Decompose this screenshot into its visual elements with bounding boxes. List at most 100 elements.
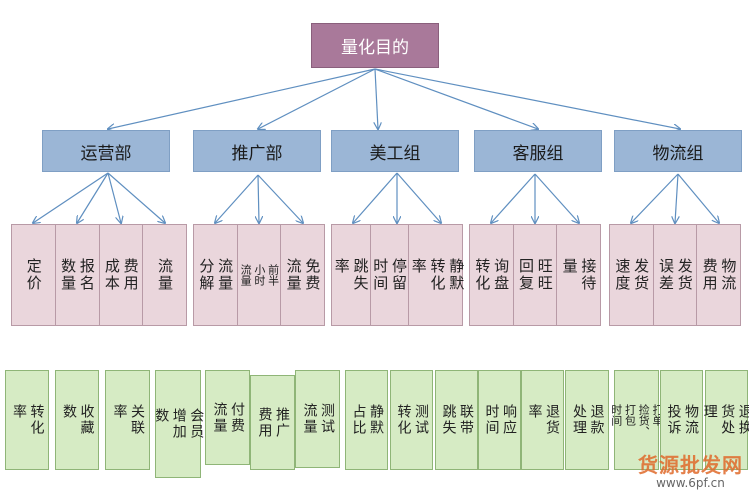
metric-label: 前半 小时 流量 (239, 264, 280, 286)
dept-label: 推广部 (231, 143, 283, 164)
sub-metric-box: 转化 率 (5, 370, 49, 470)
metric-label: 报名 数量 (59, 258, 96, 292)
watermark-url: www.6pf.cn (656, 476, 725, 490)
connector-arrow (107, 172, 121, 223)
sub-metric-box: 推广 费用 (250, 375, 295, 470)
metric-cell: 流量 (143, 225, 186, 325)
dept-label: 物流组 (652, 143, 704, 164)
connector-arrow (631, 173, 679, 223)
sub-metric-label: 响应 时间 (483, 404, 518, 436)
metric-label: 流量 (156, 258, 174, 292)
metric-cell: 报名 数量 (56, 225, 100, 325)
sub-metric-label: 转化 率 (11, 404, 45, 436)
sub-metric-label: 测试 转化 (395, 404, 430, 436)
sub-metric-box: 收藏 数 (55, 370, 99, 470)
operations-metrics-row: 定价 报名 数量 费用 成本 流量 (11, 224, 187, 326)
connector-arrow (77, 172, 109, 223)
dept-operations: 运营部 (42, 130, 170, 172)
sub-metric-box: 测试 流量 (295, 370, 340, 468)
root-goal-box: 量化目的 (311, 23, 439, 68)
sub-metric-box: 关联 率 (105, 370, 150, 470)
metric-cell: 流量 分解 (194, 225, 238, 325)
sub-metric-label: 会员 增加 数 (153, 408, 205, 440)
sub-metric-box: 联带 跳失 (435, 370, 478, 470)
sub-metric-label: 付费 流量 (211, 401, 246, 434)
metric-label: 发货 速度 (613, 258, 651, 292)
watermark: 货源批发网 www.6pf.cn (638, 449, 743, 490)
metric-label: 询盘 转化 (473, 258, 511, 292)
metric-cell: 费用 成本 (100, 225, 144, 325)
sub-metric-label: 退货 率 (526, 404, 561, 436)
metric-cell: 发货 速度 (610, 225, 654, 325)
dept-logistics: 物流组 (614, 130, 742, 172)
metric-label: 流量 分解 (197, 258, 235, 292)
metric-cell: 跳失 率 (332, 225, 371, 325)
sub-metric-label: 退换 货处 理 (701, 404, 749, 436)
connector-arrow (534, 173, 579, 223)
sub-metric-label: 推广 费用 (256, 406, 291, 439)
connector-arrow (258, 68, 376, 129)
metric-cell: 免费 流量 (281, 225, 324, 325)
promotion-metrics-row: 流量 分解 前半 小时 流量 免费 流量 (193, 224, 325, 326)
dept-label: 运营部 (80, 143, 132, 164)
sub-metric-box: 会员 增加 数 (153, 370, 204, 478)
connector-arrow (374, 68, 538, 129)
connector-arrow (491, 173, 536, 223)
connector-arrow (675, 173, 678, 223)
dept-promotion: 推广部 (193, 130, 321, 172)
metric-cell: 发货 误差 (654, 225, 698, 325)
sub-metric-label: 联带 跳失 (440, 404, 475, 436)
metric-cell: 前半 小时 流量 (238, 225, 282, 325)
metric-label: 跳失 率 (332, 258, 370, 292)
metric-label: 费用 成本 (102, 258, 140, 292)
sub-metric-box: 退款 处理 (565, 370, 609, 470)
metric-label: 发货 误差 (657, 258, 694, 292)
watermark-text: 货源批发网 (638, 453, 743, 477)
metric-cell: 物流 费用 (697, 225, 740, 325)
connector-arrow (215, 174, 259, 223)
metric-cell: 旺旺 回复 (514, 225, 558, 325)
dept-label: 客服组 (512, 143, 564, 164)
connector-arrow (353, 172, 398, 223)
connector-arrow (258, 174, 259, 223)
logistics-metrics-row: 发货 速度 发货 误差 物流 费用 (609, 224, 741, 326)
metric-label: 接待 量 (560, 258, 598, 292)
sub-metric-label: 收藏 数 (61, 404, 95, 436)
sub-metric-box: 测试 转化 (390, 370, 433, 470)
connector-arrow (33, 172, 109, 223)
design-metrics-row: 跳失 率 停留 时间 静默 转化 率 (331, 224, 466, 326)
connector-arrow (108, 68, 376, 129)
customer-service-metrics-row: 询盘 转化 旺旺 回复 接待 量 (469, 224, 601, 326)
dept-label: 美工组 (369, 143, 421, 164)
metric-label: 停留 时间 (371, 258, 408, 292)
dept-design: 美工组 (331, 130, 459, 172)
sub-metric-box: 物流 投诉 (660, 370, 703, 470)
connector-arrow (677, 173, 719, 223)
sub-metric-label: 关联 率 (111, 404, 146, 436)
sub-metric-box: 退货 率 (521, 370, 564, 470)
sub-metric-box: 退换 货处 理 (702, 370, 749, 470)
sub-metric-label: 退款 处理 (571, 404, 605, 436)
metric-label: 静默 转化 率 (409, 258, 466, 292)
metric-cell: 询盘 转化 (470, 225, 514, 325)
connector-arrow (257, 174, 303, 223)
sub-metric-label: 静默 占比 (350, 404, 385, 436)
sub-metric-box: 付费 流量 (205, 370, 250, 465)
metric-label: 物流 费用 (700, 258, 738, 292)
metric-label: 定价 (24, 258, 43, 292)
connector-arrow (375, 68, 378, 129)
metric-cell: 接待 量 (557, 225, 600, 325)
metric-cell: 定价 (12, 225, 56, 325)
metric-label: 免费 流量 (284, 258, 322, 292)
connector-arrow (107, 172, 165, 223)
connector-arrow (396, 172, 441, 223)
sub-metric-label: 物流 投诉 (665, 404, 700, 436)
root-goal-label: 量化目的 (341, 38, 409, 58)
sub-metric-label: 打单、 捡货、 打包 时间 (609, 403, 664, 437)
metric-label: 旺旺 回复 (517, 258, 554, 292)
metric-cell: 静默 转化 率 (409, 225, 466, 325)
dept-customer-service: 客服组 (474, 130, 602, 172)
sub-metric-box: 响应 时间 (478, 370, 521, 470)
connector-arrow (374, 68, 680, 129)
sub-metric-box: 静默 占比 (345, 370, 388, 470)
